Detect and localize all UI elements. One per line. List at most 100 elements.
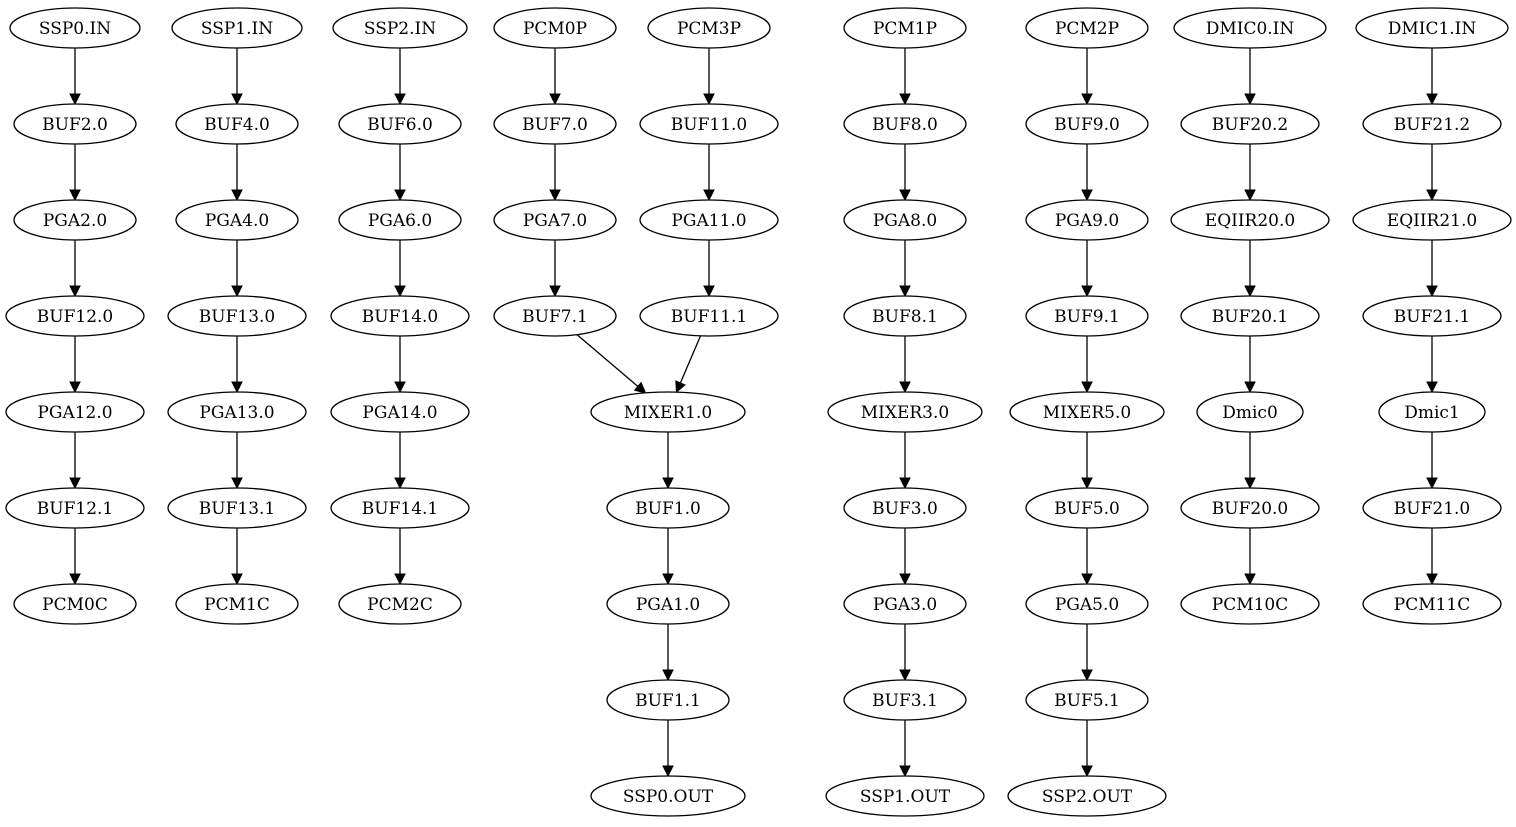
edge-buf20-0-to-pcm10c xyxy=(1244,528,1256,586)
node-ellipse xyxy=(493,199,617,241)
edge-buf21-1-to-dmic1 xyxy=(1426,336,1438,394)
node-ellipse xyxy=(1180,103,1320,145)
node-ellipse xyxy=(171,7,303,49)
node-label: PGA3.0 xyxy=(873,595,937,615)
node-ellipse xyxy=(1180,487,1320,529)
node-buf4-0: BUF4.0 xyxy=(175,103,299,145)
node-buf20-2: BUF20.2 xyxy=(1180,103,1320,145)
edge-buf14-1-to-pcm2c xyxy=(394,528,406,586)
node-ellipse xyxy=(590,775,746,817)
node-buf12-0: BUF12.0 xyxy=(5,295,145,337)
node-buf21-0: BUF21.0 xyxy=(1362,487,1502,529)
edge-buf5-0-to-pga5-0 xyxy=(1081,528,1093,586)
node-label: SSP2.OUT xyxy=(1042,787,1133,807)
node-buf1-0: BUF1.0 xyxy=(606,487,730,529)
node-ellipse xyxy=(1355,7,1509,49)
node-label: PCM0C xyxy=(42,595,108,615)
node-ellipse xyxy=(825,775,985,817)
node-ssp2-out: SSP2.OUT xyxy=(1007,775,1167,817)
node-label: BUF2.0 xyxy=(42,115,108,135)
arrowhead-icon xyxy=(231,381,243,394)
node-label: BUF1.0 xyxy=(635,499,701,519)
node-ssp2-in: SSP2.IN xyxy=(332,7,468,49)
node-label: SSP1.OUT xyxy=(860,787,951,807)
node-ellipse xyxy=(13,583,137,625)
node-label: PGA14.0 xyxy=(362,403,437,423)
edge-pcm1p-to-buf8-0 xyxy=(899,48,911,106)
edge-buf20-1-to-dmic0 xyxy=(1244,336,1256,394)
node-label: PGA12.0 xyxy=(37,403,112,423)
edge-buf6-0-to-pga6-0 xyxy=(394,144,406,202)
node-pga13-0: PGA13.0 xyxy=(167,391,307,433)
edge-dmic0-in-to-buf20-2 xyxy=(1244,48,1256,106)
arrowhead-icon xyxy=(69,285,81,298)
edge-buf21-0-to-pcm11c xyxy=(1426,528,1438,586)
node-buf9-0: BUF9.0 xyxy=(1025,103,1149,145)
edge-pga5-0-to-buf5-1 xyxy=(1081,624,1093,682)
node-label: BUF14.0 xyxy=(362,307,438,327)
arrowhead-icon xyxy=(1081,285,1093,298)
arrowhead-icon xyxy=(1244,285,1256,298)
node-dmic0-in: DMIC0.IN xyxy=(1173,7,1327,49)
node-ellipse xyxy=(9,7,141,49)
arrowhead-icon xyxy=(549,189,561,202)
edge-buf21-2-to-eqiir21-0 xyxy=(1426,144,1438,202)
node-pga6-0: PGA6.0 xyxy=(338,199,462,241)
edge-buf14-0-to-pga14-0 xyxy=(394,336,406,394)
node-label: DMIC1.IN xyxy=(1388,19,1477,39)
arrowhead-icon xyxy=(1081,669,1093,682)
node-label: Dmic1 xyxy=(1404,403,1460,423)
node-buf5-1: BUF5.1 xyxy=(1025,679,1149,721)
node-ellipse xyxy=(843,295,967,337)
edge-pga7-0-to-buf7-1 xyxy=(549,240,561,298)
arrowhead-icon xyxy=(69,381,81,394)
arrowhead-icon xyxy=(1081,93,1093,106)
node-dmic0: Dmic0 xyxy=(1196,391,1304,433)
edge-mixer1-0-to-buf1-0 xyxy=(662,432,674,490)
arrowhead-icon xyxy=(662,765,674,778)
edge-line xyxy=(576,334,639,387)
arrowhead-icon xyxy=(899,189,911,202)
node-buf8-1: BUF8.1 xyxy=(843,295,967,337)
node-ellipse xyxy=(639,295,779,337)
edge-pga14-0-to-buf14-1 xyxy=(394,432,406,490)
node-label: BUF3.1 xyxy=(872,691,938,711)
node-pcm0c: PCM0C xyxy=(13,583,137,625)
node-ellipse xyxy=(1025,679,1149,721)
arrowhead-icon xyxy=(633,381,647,394)
node-ellipse xyxy=(843,583,967,625)
edge-pcm2p-to-buf9-0 xyxy=(1081,48,1093,106)
node-eqiir20-0: EQIIR20.0 xyxy=(1170,199,1330,241)
node-label: BUF13.1 xyxy=(199,499,275,519)
node-buf14-0: BUF14.0 xyxy=(330,295,470,337)
arrowhead-icon xyxy=(1244,381,1256,394)
node-label: PCM1C xyxy=(204,595,270,615)
node-ssp0-in: SSP0.IN xyxy=(9,7,141,49)
node-label: DMIC0.IN xyxy=(1206,19,1295,39)
node-label: PCM0P xyxy=(523,19,587,39)
node-label: MIXER3.0 xyxy=(861,403,949,423)
node-ellipse xyxy=(1196,391,1304,433)
node-dmic1-in: DMIC1.IN xyxy=(1355,7,1509,49)
node-label: PGA5.0 xyxy=(1055,595,1119,615)
edge-pga9-0-to-buf9-1 xyxy=(1081,240,1093,298)
arrowhead-icon xyxy=(1426,477,1438,490)
edge-line xyxy=(679,335,702,384)
node-buf3-0: BUF3.0 xyxy=(843,487,967,529)
node-ellipse xyxy=(493,295,617,337)
edge-dmic1-to-buf21-0 xyxy=(1426,432,1438,490)
edge-pga2-0-to-buf12-0 xyxy=(69,240,81,298)
arrowhead-icon xyxy=(899,765,911,778)
node-label: BUF1.1 xyxy=(635,691,701,711)
node-label: PGA6.0 xyxy=(368,211,432,231)
node-label: BUF7.1 xyxy=(522,307,588,327)
node-ellipse xyxy=(606,583,730,625)
node-buf11-0: BUF11.0 xyxy=(639,103,779,145)
node-pcm11c: PCM11C xyxy=(1362,583,1502,625)
node-ellipse xyxy=(338,583,462,625)
arrowhead-icon xyxy=(899,93,911,106)
arrowhead-icon xyxy=(662,669,674,682)
edge-eqiir20-0-to-buf20-1 xyxy=(1244,240,1256,298)
node-pcm0p: PCM0P xyxy=(493,7,617,49)
node-pga11-0: PGA11.0 xyxy=(639,199,779,241)
